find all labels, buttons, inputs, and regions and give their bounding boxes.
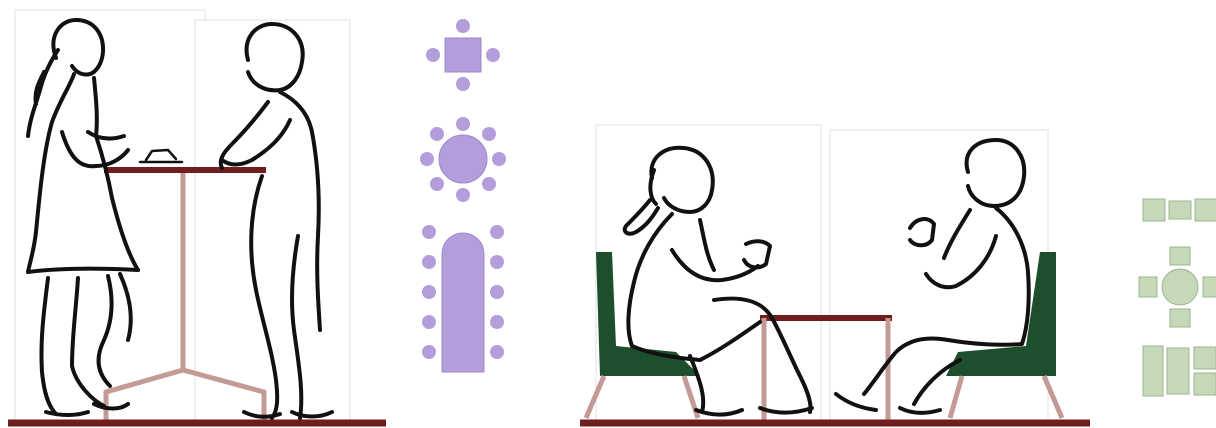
seat [456, 19, 470, 33]
seat [420, 152, 434, 166]
booth-bench [1143, 346, 1163, 396]
booth-table [1169, 201, 1191, 219]
seat [482, 177, 496, 191]
seat [422, 255, 436, 269]
seat [456, 117, 470, 131]
seat [456, 188, 470, 202]
seat [490, 255, 504, 269]
seated-scene [580, 125, 1090, 423]
round-table [1162, 269, 1198, 305]
seat [430, 177, 444, 191]
booth-seat [1143, 199, 1165, 221]
seat [490, 285, 504, 299]
booth-bench [1194, 347, 1216, 369]
round-table-8-seats [420, 117, 506, 202]
chair [1170, 309, 1190, 327]
booth-table [1167, 348, 1189, 394]
seat [490, 225, 504, 239]
seat [422, 285, 436, 299]
seat [492, 152, 506, 166]
seat [486, 48, 500, 62]
seat [456, 77, 470, 91]
booth-seat [1195, 199, 1216, 221]
seat [482, 127, 496, 141]
booth-row-3 [1143, 199, 1216, 221]
long-table [442, 233, 484, 372]
booth-bench [1194, 373, 1216, 395]
chair [1203, 277, 1216, 297]
paper-cutout-right [830, 130, 1048, 420]
seat [422, 315, 436, 329]
seat [490, 315, 504, 329]
standing-scene [8, 10, 386, 423]
long-table-12-seats [422, 225, 504, 372]
seat [422, 225, 436, 239]
green-table-plans [1139, 199, 1216, 396]
chair [1170, 247, 1190, 265]
round-table-4-chairs [1139, 247, 1216, 327]
seat [430, 127, 444, 141]
seat [422, 345, 436, 359]
chair [1139, 277, 1157, 297]
square-table [445, 38, 481, 72]
round-table [439, 135, 487, 183]
purple-table-plans [420, 19, 506, 372]
seat [426, 48, 440, 62]
seat [490, 345, 504, 359]
booth-pairs [1143, 346, 1216, 396]
square-table-4-seats [426, 19, 500, 91]
